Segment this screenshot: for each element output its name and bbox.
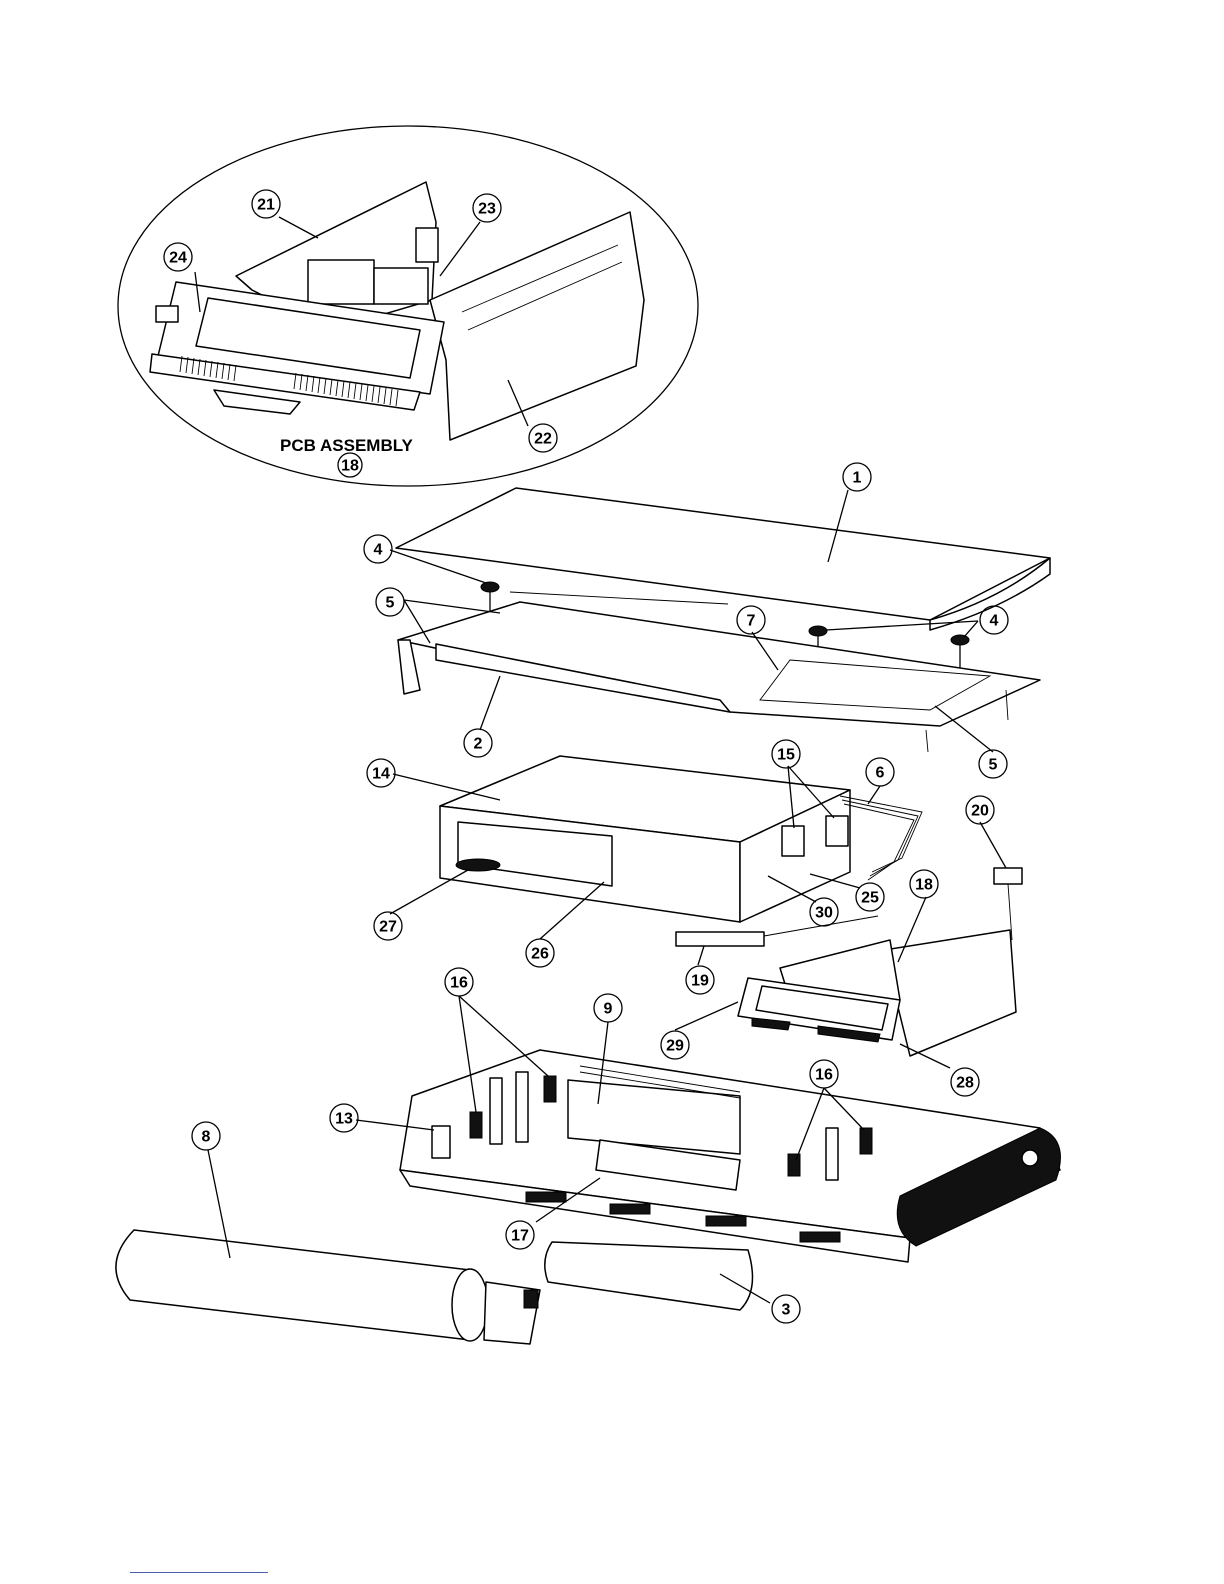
callout-26: 26 xyxy=(526,939,554,967)
callout-18-assembly: 18 xyxy=(338,453,362,477)
callout-1: 1 xyxy=(843,463,871,491)
callout-label: 19 xyxy=(691,973,709,990)
callout-label: 22 xyxy=(534,431,552,448)
roller-cylinder xyxy=(116,1230,485,1340)
screw-right xyxy=(951,635,969,670)
callout-16-right: 16 xyxy=(810,1060,838,1088)
pcb-component-block-2 xyxy=(374,268,428,304)
callout-29: 29 xyxy=(661,1031,689,1059)
callout-label: 13 xyxy=(335,1111,353,1128)
callout-16-left: 16 xyxy=(445,968,473,996)
callout-label: 29 xyxy=(666,1038,684,1055)
footer-rule xyxy=(130,1572,268,1573)
callout-label: 16 xyxy=(815,1067,833,1084)
callout-label: 9 xyxy=(604,1001,613,1018)
callout-label: 17 xyxy=(511,1228,529,1245)
bracket-15a xyxy=(782,826,804,856)
callout-6: 6 xyxy=(866,758,894,786)
callout-7: 7 xyxy=(737,606,765,634)
callout-label: 2 xyxy=(474,736,483,753)
callout-label: 25 xyxy=(861,890,879,907)
callout-label: 21 xyxy=(257,197,275,214)
callout-label: 23 xyxy=(478,201,496,218)
callout-label: 15 xyxy=(777,747,795,764)
callout-13: 13 xyxy=(330,1104,358,1132)
callout-8: 8 xyxy=(192,1122,220,1150)
callout-label: 4 xyxy=(374,542,383,559)
callout-label: 14 xyxy=(372,766,390,783)
assembly-number: 18 xyxy=(341,458,359,475)
chassis-leg-left xyxy=(398,640,420,694)
callout-label: 8 xyxy=(202,1129,211,1146)
callout-label: 30 xyxy=(815,905,833,922)
callout-18: 18 xyxy=(910,870,938,898)
callout-25: 25 xyxy=(856,883,884,911)
bracket-15b xyxy=(826,816,848,846)
part-13-bracket xyxy=(432,1126,450,1158)
callout-24: 24 xyxy=(164,243,192,271)
callout-label: 3 xyxy=(782,1302,791,1319)
callout-label: 28 xyxy=(956,1075,974,1092)
assembly-title: PCB ASSEMBLY xyxy=(280,436,414,455)
callout-label: 27 xyxy=(379,919,397,936)
spring-right-a xyxy=(788,1154,800,1176)
drive-latch xyxy=(456,859,500,871)
callout-label: 1 xyxy=(853,470,862,487)
callout-28: 28 xyxy=(951,1068,979,1096)
callout-label: 16 xyxy=(450,975,468,992)
part-19-strip xyxy=(676,932,764,946)
callout-4-right: 4 xyxy=(980,606,1008,634)
callout-3: 3 xyxy=(772,1295,800,1323)
callout-19: 19 xyxy=(686,966,714,994)
part-20-clip xyxy=(994,868,1022,884)
callout-label: 7 xyxy=(747,613,756,630)
roller-gear xyxy=(524,1290,538,1308)
callout-17: 17 xyxy=(506,1221,534,1249)
callout-label: 5 xyxy=(386,595,395,612)
pcb-connector xyxy=(416,228,438,262)
callout-4-left: 4 xyxy=(364,535,392,563)
callout-21: 21 xyxy=(252,190,280,218)
callout-5-left: 5 xyxy=(376,588,404,616)
callout-5-right: 5 xyxy=(979,750,1007,778)
callout-label: 18 xyxy=(915,877,933,894)
top-cover xyxy=(396,488,1050,620)
callout-9: 9 xyxy=(594,994,622,1022)
callout-label: 20 xyxy=(971,803,989,820)
callout-27: 27 xyxy=(374,912,402,940)
callout-30: 30 xyxy=(810,898,838,926)
callout-15: 15 xyxy=(772,740,800,768)
ribbon-cable xyxy=(840,796,922,880)
roller-end xyxy=(452,1269,488,1341)
pcb-assembly-detail: PCB ASSEMBLY xyxy=(118,126,698,486)
spring-right-b xyxy=(860,1128,872,1154)
callout-20: 20 xyxy=(966,796,994,824)
post-3 xyxy=(826,1128,838,1180)
pcb-side-tab xyxy=(156,306,178,322)
spring-left-a xyxy=(470,1112,482,1138)
post-1 xyxy=(490,1078,502,1144)
pcb-lower-tab xyxy=(214,390,300,414)
part-3-cover xyxy=(545,1242,753,1310)
callout-label: 5 xyxy=(989,757,998,774)
callout-label: 6 xyxy=(876,765,885,782)
callout-label: 24 xyxy=(169,250,187,267)
callout-14: 14 xyxy=(367,759,395,787)
callout-23: 23 xyxy=(473,194,501,222)
chassis-leg-right-2 xyxy=(926,730,928,752)
pcb-component-block xyxy=(308,260,374,304)
callout-label: 4 xyxy=(990,613,999,630)
cover-seam xyxy=(510,592,728,604)
callout-22: 22 xyxy=(529,424,557,452)
post-2 xyxy=(516,1072,528,1142)
callout-2: 2 xyxy=(464,729,492,757)
callout-label: 26 xyxy=(531,946,549,963)
end-cap-knob xyxy=(1022,1150,1038,1166)
spring-left-b xyxy=(544,1076,556,1102)
